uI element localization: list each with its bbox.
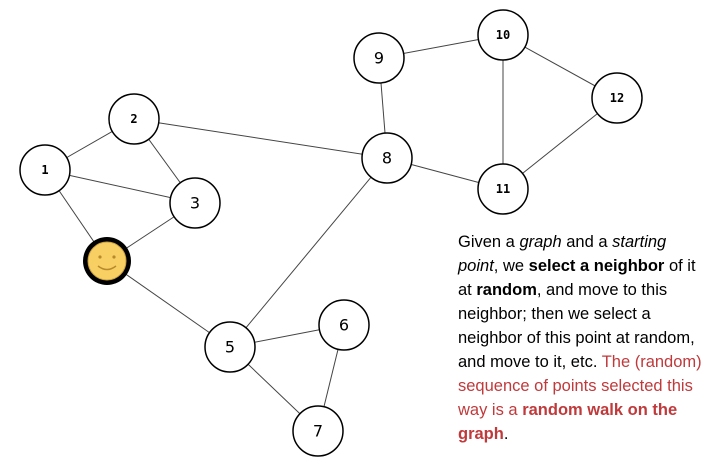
node-circle (353, 32, 405, 84)
node-label: 1 (41, 163, 48, 177)
caption-part: and a (561, 233, 613, 251)
walker-node (83, 237, 131, 285)
node-circle (204, 321, 256, 373)
caption-random-walk-term: random walk on the graph (458, 401, 678, 443)
node-label: 10 (496, 28, 510, 42)
node-3: 3 (169, 177, 221, 229)
node-5: 5 (204, 321, 256, 373)
node-label: 7 (313, 422, 323, 441)
node-label: 6 (339, 316, 349, 335)
node-circle (19, 144, 71, 196)
node-label: 3 (190, 194, 200, 213)
caption-part: , and move to this neighbor; then we sel… (458, 281, 695, 371)
node-circle (292, 405, 344, 457)
node-8: 8 (361, 132, 413, 184)
node-label: 2 (130, 112, 137, 126)
caption-starting-point-term: starting point (458, 233, 667, 275)
caption-part: Given a (458, 233, 520, 251)
caption-select-neighbor-term: select a neighbor (528, 257, 665, 275)
node-circle (361, 132, 413, 184)
node-circle (108, 93, 160, 145)
smiley-face-icon (87, 241, 127, 281)
caption-highlight: The (random) sequence of points selected… (458, 353, 702, 419)
node-label: 9 (374, 49, 384, 68)
node-6: 6 (318, 299, 370, 351)
caption-part: of it at (458, 257, 696, 299)
node-1: 1 (19, 144, 71, 196)
edge-5-8 (229, 157, 388, 348)
node-label: 11 (496, 182, 510, 196)
smiley-mouth (97, 265, 117, 271)
caption-text: Given a graph and a starting point, we s… (458, 230, 708, 446)
smiley-left-eye (98, 255, 102, 259)
caption-graph-term: graph (519, 233, 562, 251)
caption-part: , we (493, 257, 529, 275)
node-label: 12 (610, 91, 624, 105)
caption-random-term: random (476, 281, 537, 299)
node-circle (477, 163, 529, 215)
node-circle (591, 72, 643, 124)
edge-2-8 (133, 118, 388, 159)
node-label: 5 (225, 338, 235, 357)
node-circle (169, 177, 221, 229)
node-2: 2 (108, 93, 160, 145)
node-10: 10 (477, 9, 529, 61)
node-9: 9 (353, 32, 405, 84)
node-7: 7 (292, 405, 344, 457)
node-circle (318, 299, 370, 351)
smiley-right-eye (112, 255, 116, 259)
node-circle (477, 9, 529, 61)
caption-part: . (503, 425, 509, 443)
node-11: 11 (477, 163, 529, 215)
node-12: 12 (591, 72, 643, 124)
node-label: 8 (382, 149, 392, 168)
